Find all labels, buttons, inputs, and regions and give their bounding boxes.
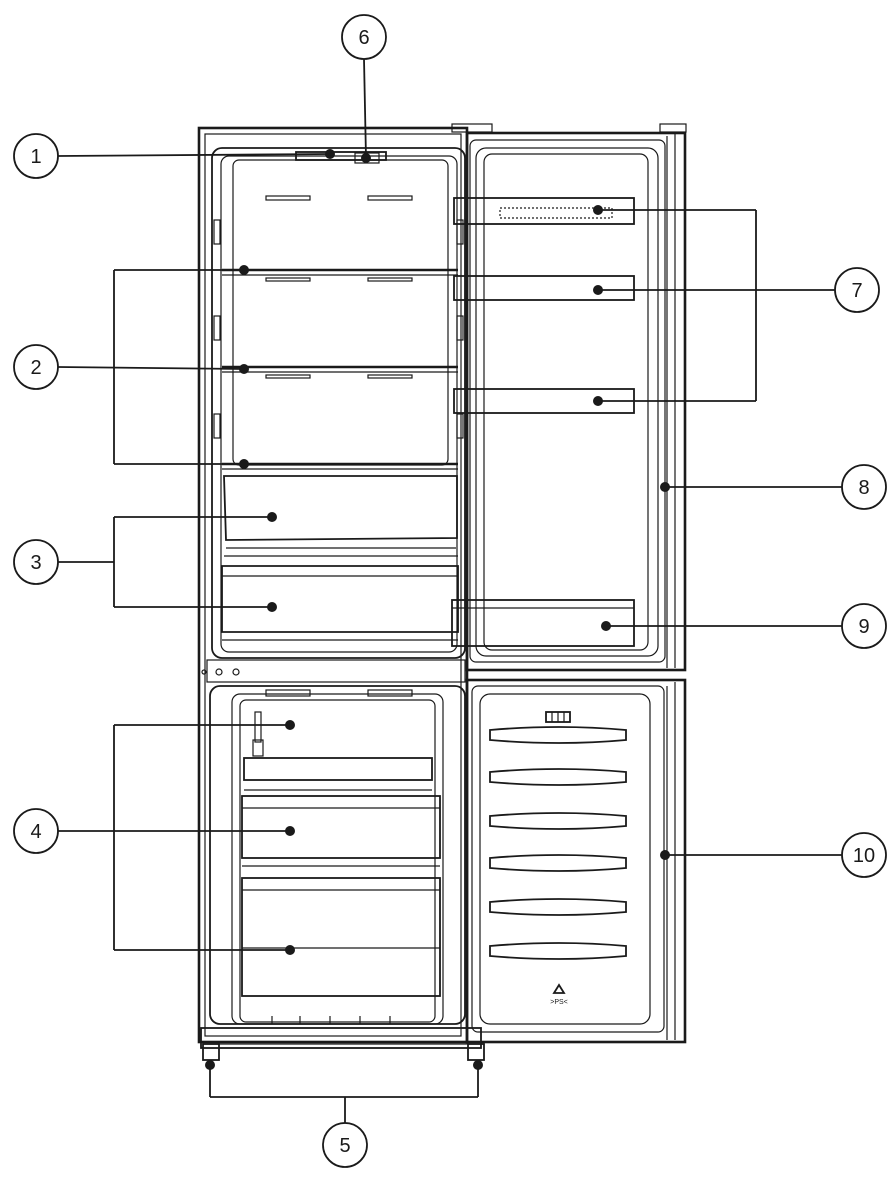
adjustable-feet bbox=[202, 1043, 485, 1061]
callout-10-label: 10 bbox=[853, 845, 875, 867]
callout-4: 4 bbox=[13, 808, 59, 854]
callout-2: 2 bbox=[13, 344, 59, 390]
callout-5-label: 5 bbox=[339, 1135, 350, 1157]
door-balconies bbox=[451, 197, 635, 647]
callout-7-label: 7 bbox=[851, 280, 862, 302]
callout-1-label: 1 bbox=[30, 146, 41, 168]
callout-1: 1 bbox=[13, 133, 59, 179]
callout-9-label: 9 bbox=[858, 616, 869, 638]
recycle-icon: >PS< bbox=[550, 983, 568, 1006]
callout-3-label: 3 bbox=[30, 552, 41, 574]
fridge-door bbox=[451, 123, 687, 672]
freezer-drawers bbox=[241, 689, 441, 1024]
leader-lines bbox=[57, 58, 842, 1123]
crisper-drawers bbox=[221, 475, 459, 641]
callout-10: 10 bbox=[841, 832, 887, 878]
callout-5: 5 bbox=[322, 1122, 368, 1168]
callout-8: 8 bbox=[841, 464, 887, 510]
callout-6-label: 6 bbox=[358, 27, 369, 49]
shelf-supports bbox=[213, 219, 464, 439]
callout-2-label: 2 bbox=[30, 357, 41, 379]
freezer-door bbox=[465, 678, 687, 1044]
back-wall-vents bbox=[265, 195, 413, 201]
callout-3: 3 bbox=[13, 539, 59, 585]
callout-6: 6 bbox=[341, 14, 387, 60]
callout-8-label: 8 bbox=[858, 477, 869, 499]
callout-7: 7 bbox=[834, 267, 880, 313]
callout-4-label: 4 bbox=[30, 821, 41, 843]
display-panel-icon bbox=[545, 711, 571, 723]
glass-shelves bbox=[222, 268, 458, 470]
light-unit bbox=[295, 151, 387, 164]
callout-9: 9 bbox=[841, 603, 887, 649]
cabinet bbox=[197, 126, 482, 1049]
svg-text:>PS<: >PS< bbox=[550, 999, 568, 1006]
